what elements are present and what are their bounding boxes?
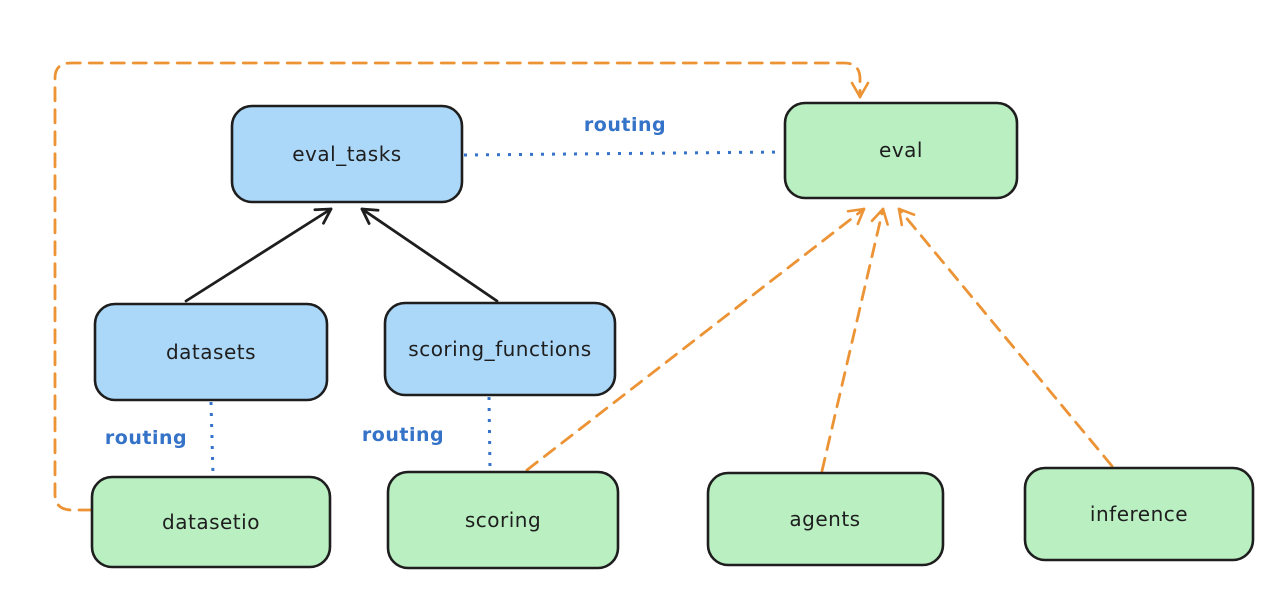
node-inference-label: inference — [1090, 502, 1188, 526]
node-agents-label: agents — [789, 507, 860, 531]
node-agents-box — [706, 471, 945, 567]
edge-datasets-datasetio — [209, 401, 215, 476]
node-datasetio-box — [90, 475, 332, 569]
edge-datasetio-eval — [53, 61, 870, 512]
edge-label-routing-scoring: routing — [362, 424, 444, 446]
node-scoring-functions-box — [383, 301, 617, 397]
node-eval-box — [783, 101, 1019, 200]
edge-label-routing-datasets: routing — [105, 427, 187, 449]
node-scoring: scoring — [386, 470, 620, 570]
node-eval-tasks-label: eval_tasks — [292, 142, 401, 166]
edge-datasets-eval-tasks — [184, 207, 333, 303]
node-eval-label: eval — [879, 138, 923, 162]
edge-label-routing-top: routing — [584, 114, 666, 136]
node-datasetio: datasetio — [90, 475, 332, 569]
node-eval: eval — [783, 101, 1019, 200]
node-scoring-box — [386, 470, 620, 570]
node-scoring-functions-label: scoring_functions — [408, 337, 591, 361]
node-datasets: datasets — [93, 302, 329, 402]
node-inference: inference — [1023, 466, 1255, 562]
edge-agents-eval — [820, 207, 889, 473]
edge-eval-tasks-eval — [463, 150, 784, 157]
node-eval-tasks: eval_tasks — [230, 104, 464, 204]
edge-inference-eval — [897, 207, 1114, 468]
node-scoring-functions: scoring_functions — [383, 301, 617, 397]
edge-scoring-eval — [525, 207, 866, 472]
node-eval-tasks-box — [230, 104, 464, 204]
edge-scoring-functions-scoring — [487, 396, 492, 471]
node-datasets-box — [93, 302, 329, 402]
node-datasets-label: datasets — [166, 340, 256, 364]
node-inference-box — [1023, 466, 1255, 562]
node-datasetio-label: datasetio — [162, 510, 260, 534]
node-agents: agents — [706, 471, 945, 567]
edge-scoring-functions-eval-tasks — [360, 207, 499, 303]
node-scoring-label: scoring — [465, 508, 541, 532]
